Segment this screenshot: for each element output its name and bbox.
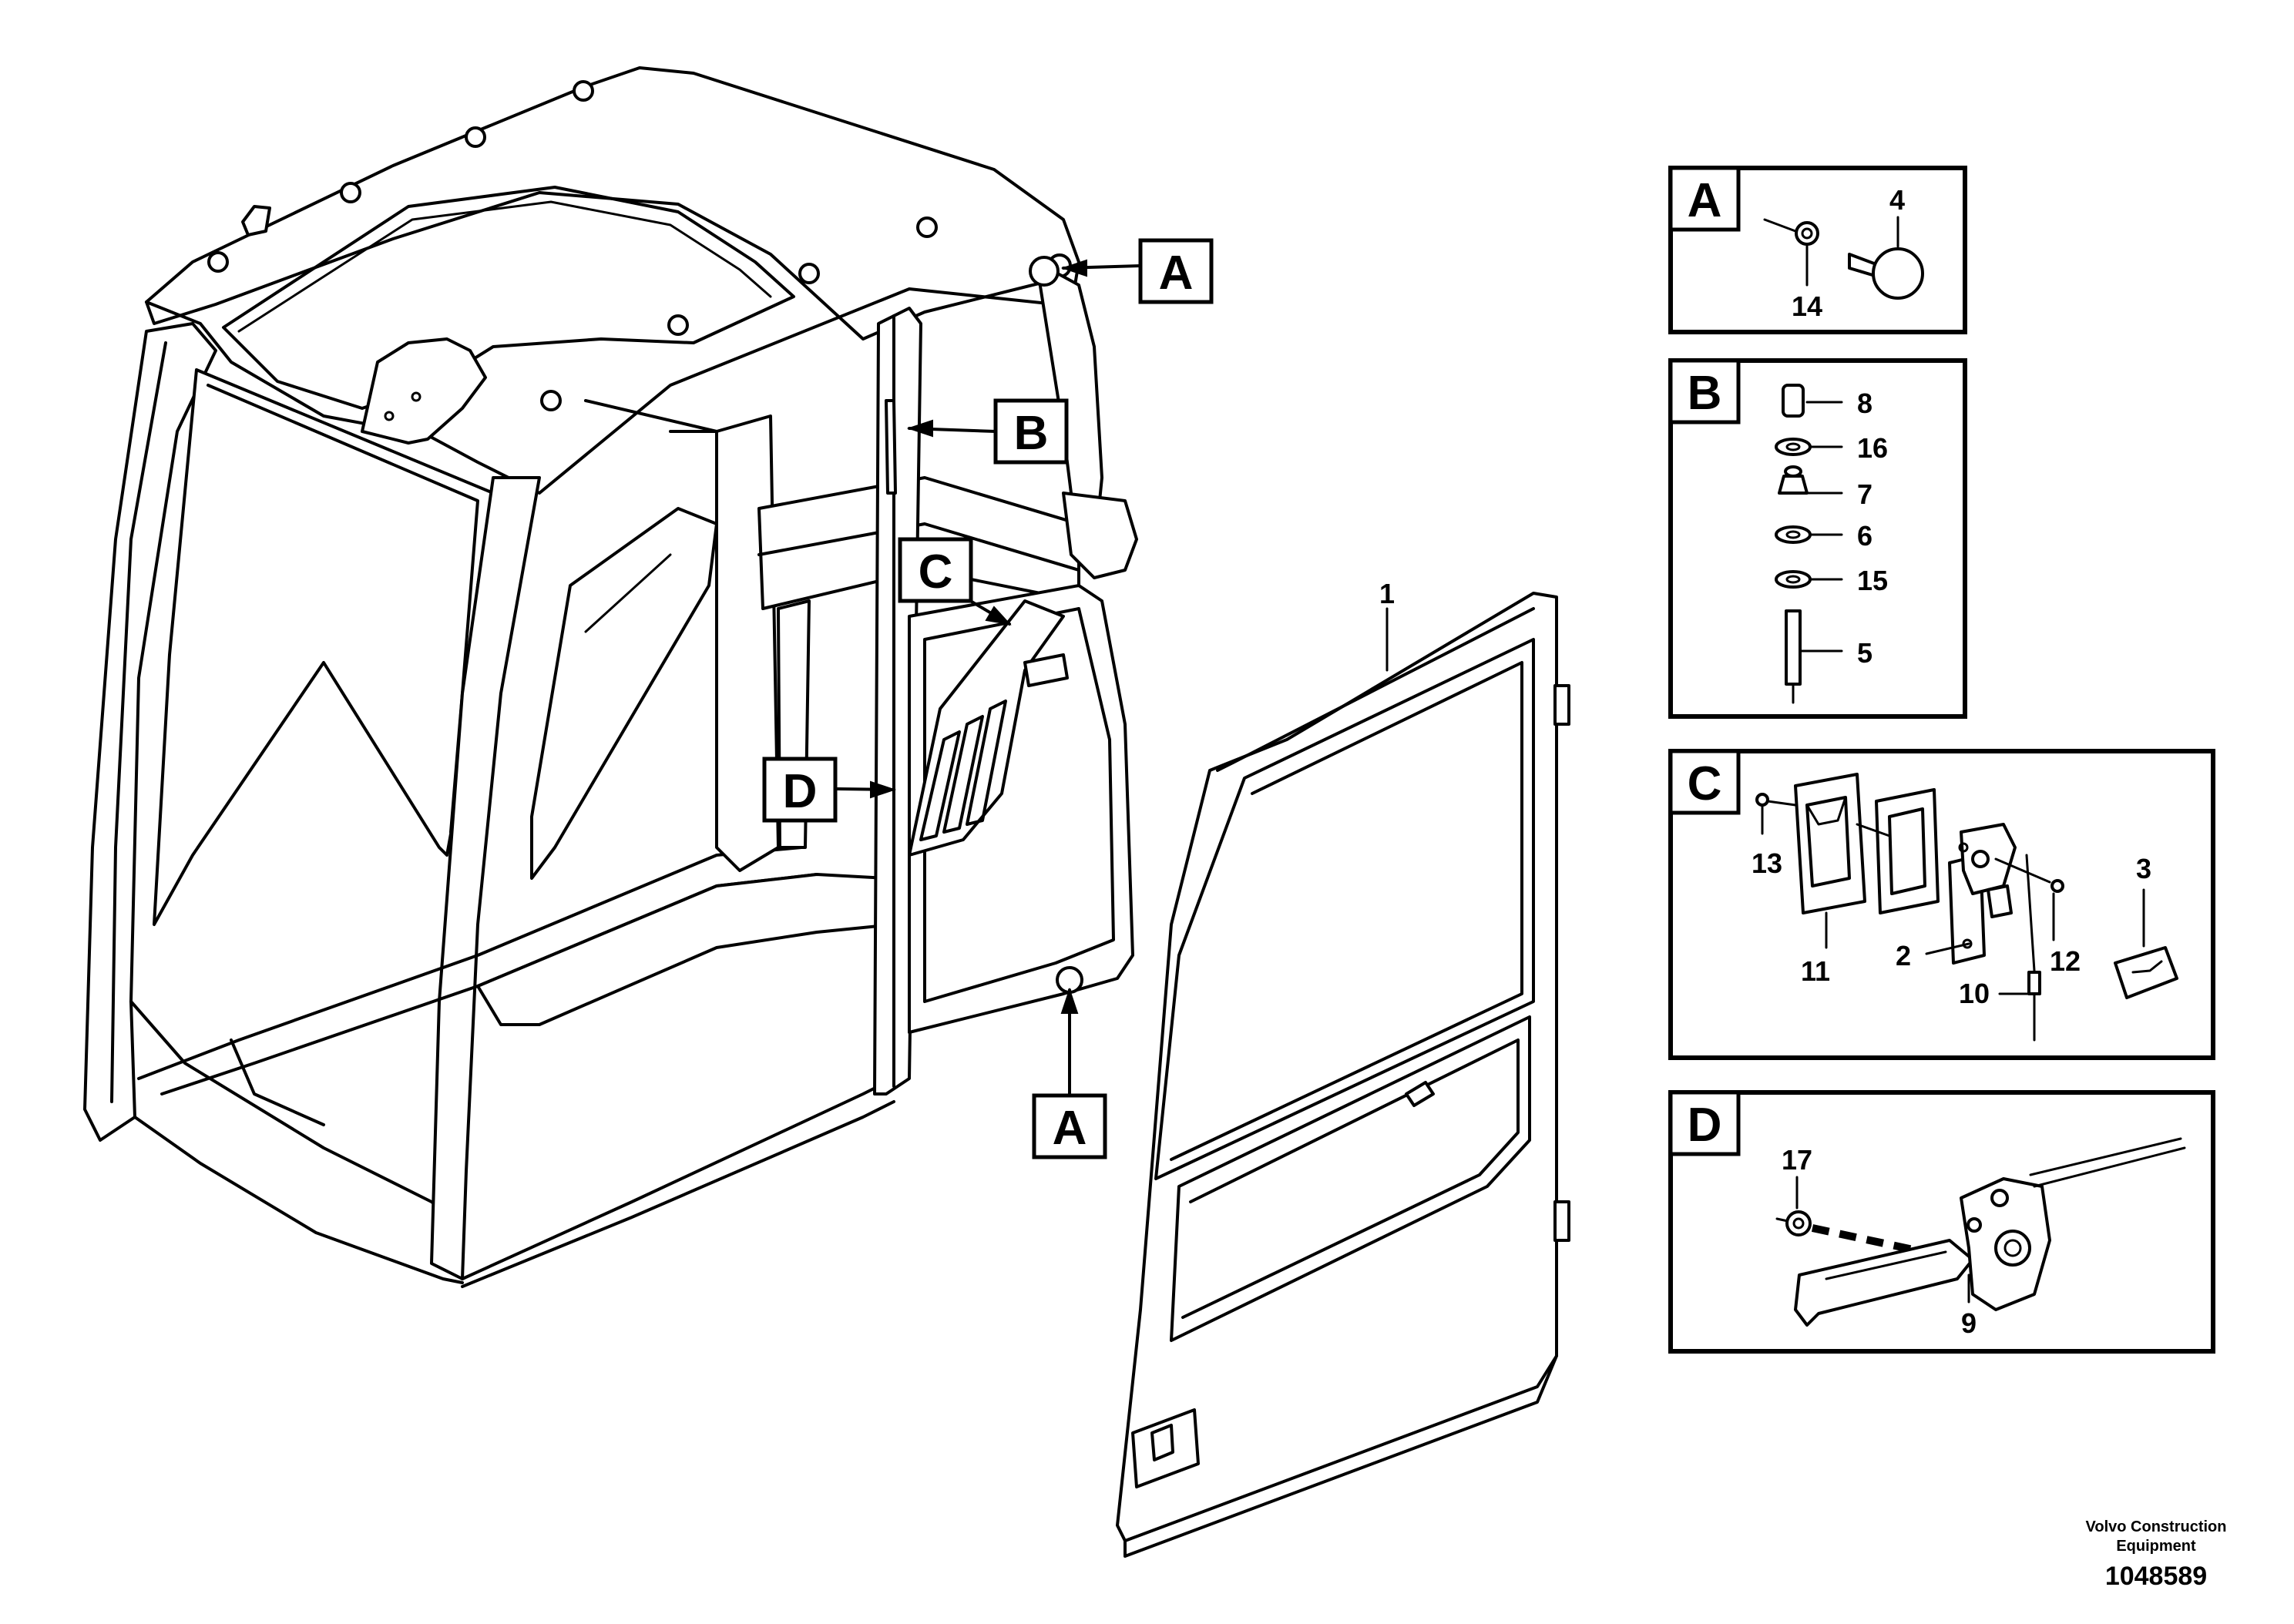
detail-c: C 13 11 2: [1668, 749, 2215, 1060]
roof-bolts: [207, 80, 1072, 411]
screw-icon-12: [2050, 879, 2064, 893]
lifting-eye: [241, 205, 271, 237]
door-handle-grille: [908, 599, 1069, 857]
roof-bumper-pad: [1029, 256, 1060, 287]
washer-icon-16: [1775, 438, 1812, 456]
cap-icon: [1782, 384, 1805, 418]
diagonal-brace: [530, 507, 718, 880]
label-4: 4: [1889, 184, 1905, 216]
nut-icon-17: [1785, 1210, 1812, 1236]
svg-text:B: B: [1688, 367, 1722, 420]
label-2: 2: [1896, 940, 1911, 971]
label-7: 7: [1857, 478, 1872, 510]
svg-text:D: D: [1688, 1099, 1722, 1152]
door-lower-window: [1170, 1015, 1531, 1342]
label-11: 11: [1801, 955, 1830, 987]
callout-a-bottom: A: [1032, 1093, 1107, 1159]
cable-end-icon: [2027, 971, 2041, 995]
door-latch-handle-icon: [1794, 1137, 2186, 1327]
label-6: 6: [1857, 520, 1872, 552]
label-3: 3: [2136, 853, 2151, 884]
door-hinge-upper: [1553, 684, 1570, 726]
front-windshield: [153, 368, 495, 926]
door-upper-window: [1154, 638, 1535, 1180]
label-16: 16: [1857, 432, 1888, 464]
svg-text:C: C: [1688, 757, 1722, 810]
handle-cup-icon: [1794, 773, 1866, 914]
door-part-label: 1: [1379, 578, 1395, 609]
brand-line-2: Equipment: [2116, 1538, 2196, 1555]
washer-icon-15: [1775, 570, 1812, 589]
drawing-number: 1048589: [2105, 1562, 2207, 1591]
label-5: 5: [1857, 637, 1872, 669]
handle-pad-icon: [2114, 946, 2178, 999]
svg-text:A: A: [1053, 1102, 1087, 1155]
door-hinge-lower: [1553, 1200, 1570, 1242]
detail-d: D 17 9: [1668, 1090, 2215, 1354]
svg-text:A: A: [1159, 247, 1194, 300]
label-8: 8: [1857, 388, 1872, 419]
label-15: 15: [1857, 565, 1888, 596]
cab-door: 1: [1116, 578, 1570, 1558]
floor-plate: [476, 873, 895, 1026]
roof-window-opening: [222, 186, 795, 410]
label-17: 17: [1782, 1144, 1812, 1176]
label-13: 13: [1752, 847, 1782, 879]
washer-icon-6: [1775, 525, 1812, 544]
center-pillar: [430, 476, 541, 1280]
label-12: 12: [2050, 945, 2081, 977]
nut-icon: [1795, 221, 1819, 246]
screw-icon-13: [1755, 793, 1769, 807]
label-14: 14: [1792, 290, 1822, 322]
detail-a: A 4 14: [1668, 166, 1967, 334]
callout-leaders: [836, 259, 1142, 1096]
front-left-pillar: [83, 322, 217, 1142]
svg-text:D: D: [783, 765, 818, 818]
label-10: 10: [1959, 978, 1990, 1009]
detail-b: B 8 16 7 6 15 5: [1668, 358, 1967, 719]
door-lock-icon: [1948, 823, 2017, 965]
svg-text:C: C: [919, 545, 953, 599]
ball-stud-icon: [1778, 475, 1809, 495]
callout-a-top: A: [1138, 238, 1214, 304]
alignment-dashes: [1811, 1224, 1943, 1260]
callout-c: C: [898, 537, 973, 603]
cab-frame: [83, 66, 1138, 1288]
drawing-footer: Volvo Construction Equipment 1048589: [2086, 1518, 2227, 1591]
gas-strut: [885, 399, 897, 495]
door-lock-plate: [1131, 1408, 1200, 1488]
svg-text:A: A: [1688, 174, 1722, 227]
brand-line-1: Volvo Construction: [2086, 1518, 2227, 1535]
callout-b: B: [993, 398, 1069, 465]
svg-text:B: B: [1014, 407, 1049, 460]
pin-icon: [1785, 609, 1802, 686]
label-9: 9: [1961, 1307, 1977, 1339]
callout-d: D: [762, 757, 838, 823]
rubber-bumper-icon: [1848, 247, 1924, 300]
gasket-icon: [1875, 788, 1940, 914]
